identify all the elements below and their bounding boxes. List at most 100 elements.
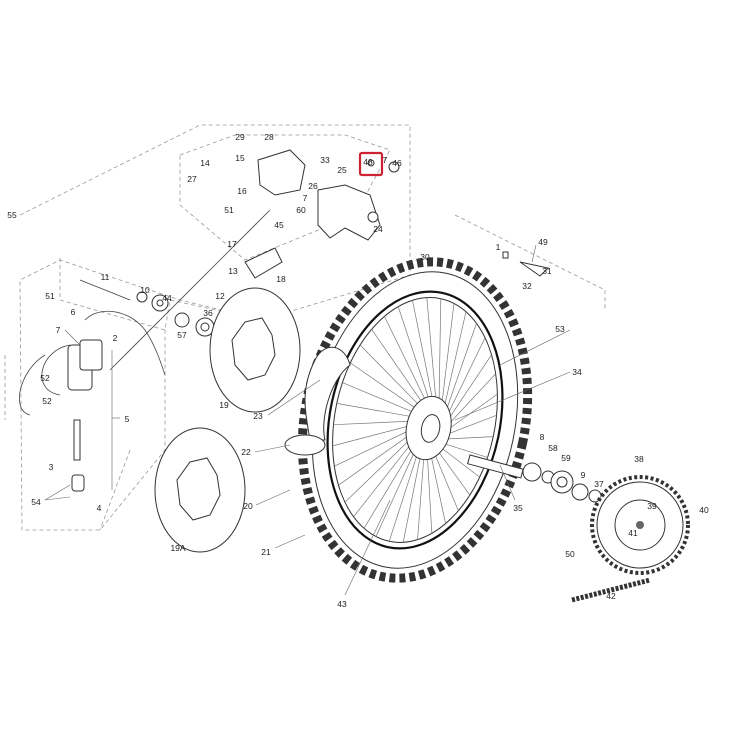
leader-lines [44, 244, 571, 596]
part-label-22: 22 [241, 447, 251, 457]
master-cylinder [67, 339, 103, 492]
part-label-30: 30 [420, 252, 430, 262]
spoke [359, 344, 421, 408]
part-label-54: 54 [31, 497, 41, 507]
brake-disc-19 [209, 287, 301, 413]
part-label-23: 23 [253, 411, 263, 421]
part-label-17: 17 [227, 239, 237, 249]
part-label-18: 18 [276, 274, 286, 284]
part-label-12: 12 [215, 291, 225, 301]
part-label-26: 26 [308, 181, 318, 191]
spoke [342, 382, 416, 414]
part-label-49: 49 [538, 237, 548, 247]
spoke [338, 434, 411, 486]
part-label-28: 28 [264, 132, 274, 142]
chain-adjuster [502, 251, 550, 277]
brake-caliper [244, 149, 400, 279]
part-label-33: 33 [320, 155, 330, 165]
part-label-34: 34 [572, 367, 582, 377]
part-label-37: 37 [594, 479, 604, 489]
part-label-35: 35 [513, 503, 523, 513]
axle-left-parts [136, 291, 215, 337]
spoke [438, 298, 442, 405]
spoke [426, 297, 437, 404]
spoke [433, 451, 459, 511]
spoke [402, 452, 422, 543]
part-label-59: 59 [561, 453, 571, 463]
part-label-32: 32 [522, 281, 532, 291]
part-label-19: 19 [219, 400, 229, 410]
rear-wheel [297, 257, 533, 583]
spoke [397, 306, 431, 403]
part-label-39: 39 [647, 501, 657, 511]
spoke [436, 449, 471, 496]
spoke [344, 438, 412, 503]
part-label-24: 24 [373, 224, 383, 234]
spoke [353, 442, 413, 517]
part-label-58: 58 [548, 443, 558, 453]
spoke [363, 445, 414, 529]
part-label-46: 46 [392, 158, 402, 168]
part-label-45: 45 [274, 220, 284, 230]
part-label-13: 13 [228, 266, 238, 276]
spoke [336, 403, 414, 418]
part-label-4: 4 [97, 503, 102, 513]
spoke [446, 393, 498, 431]
spoke [388, 451, 419, 542]
part-label-48: 48 [363, 157, 373, 167]
part-label-5: 5 [125, 414, 130, 424]
part-label-40: 40 [699, 505, 709, 515]
part-label-8: 8 [540, 432, 545, 442]
part-label-43: 43 [337, 599, 347, 609]
part-label-51: 51 [224, 205, 234, 215]
part-label-7: 7 [303, 193, 308, 203]
part-label-7: 7 [56, 325, 61, 335]
spoke [417, 453, 425, 540]
part-label-10: 10 [140, 285, 150, 295]
brake-disc-19A [154, 427, 246, 553]
part-label-21: 21 [261, 547, 271, 557]
spoke [443, 311, 467, 411]
spoke [444, 323, 477, 414]
part-label-55: 55 [7, 210, 17, 220]
spoke [439, 446, 480, 478]
spoke [445, 414, 497, 436]
part-label-11: 11 [101, 272, 110, 282]
part-label-29: 29 [235, 132, 245, 142]
spoke [446, 354, 492, 422]
part-label-19A: 19A [170, 543, 185, 553]
spoke [332, 425, 411, 447]
spoke [371, 329, 424, 405]
part-label-44: 44 [162, 293, 172, 303]
spoke [441, 442, 488, 458]
part-label-3: 3 [49, 462, 54, 472]
part-label-50: 50 [565, 549, 575, 559]
spoke [334, 429, 411, 467]
spoke [446, 373, 496, 427]
part-label-57: 57 [177, 330, 187, 340]
spoke [412, 300, 434, 403]
spoke [441, 303, 455, 408]
part-label-1: 1 [496, 242, 501, 252]
spoke [384, 316, 428, 404]
sprocket [590, 475, 690, 575]
part-label-52: 52 [40, 373, 50, 383]
part-label-42: 42 [606, 591, 616, 601]
part-label-41: 41 [628, 528, 638, 538]
part-label-53: 53 [555, 324, 565, 334]
part-label-9: 9 [581, 470, 586, 480]
group-outlines [4, 124, 606, 531]
highlight-box [358, 151, 384, 177]
part-label-7: 7 [383, 155, 388, 165]
part-label-36: 36 [203, 308, 213, 318]
part-label-25: 25 [337, 165, 347, 175]
part-label-15: 15 [235, 153, 245, 163]
part-label-14: 14 [200, 158, 210, 168]
part-label-38: 38 [634, 454, 644, 464]
spoke [375, 448, 417, 537]
part-label-20: 20 [243, 501, 253, 511]
part-label-6: 6 [71, 307, 76, 317]
